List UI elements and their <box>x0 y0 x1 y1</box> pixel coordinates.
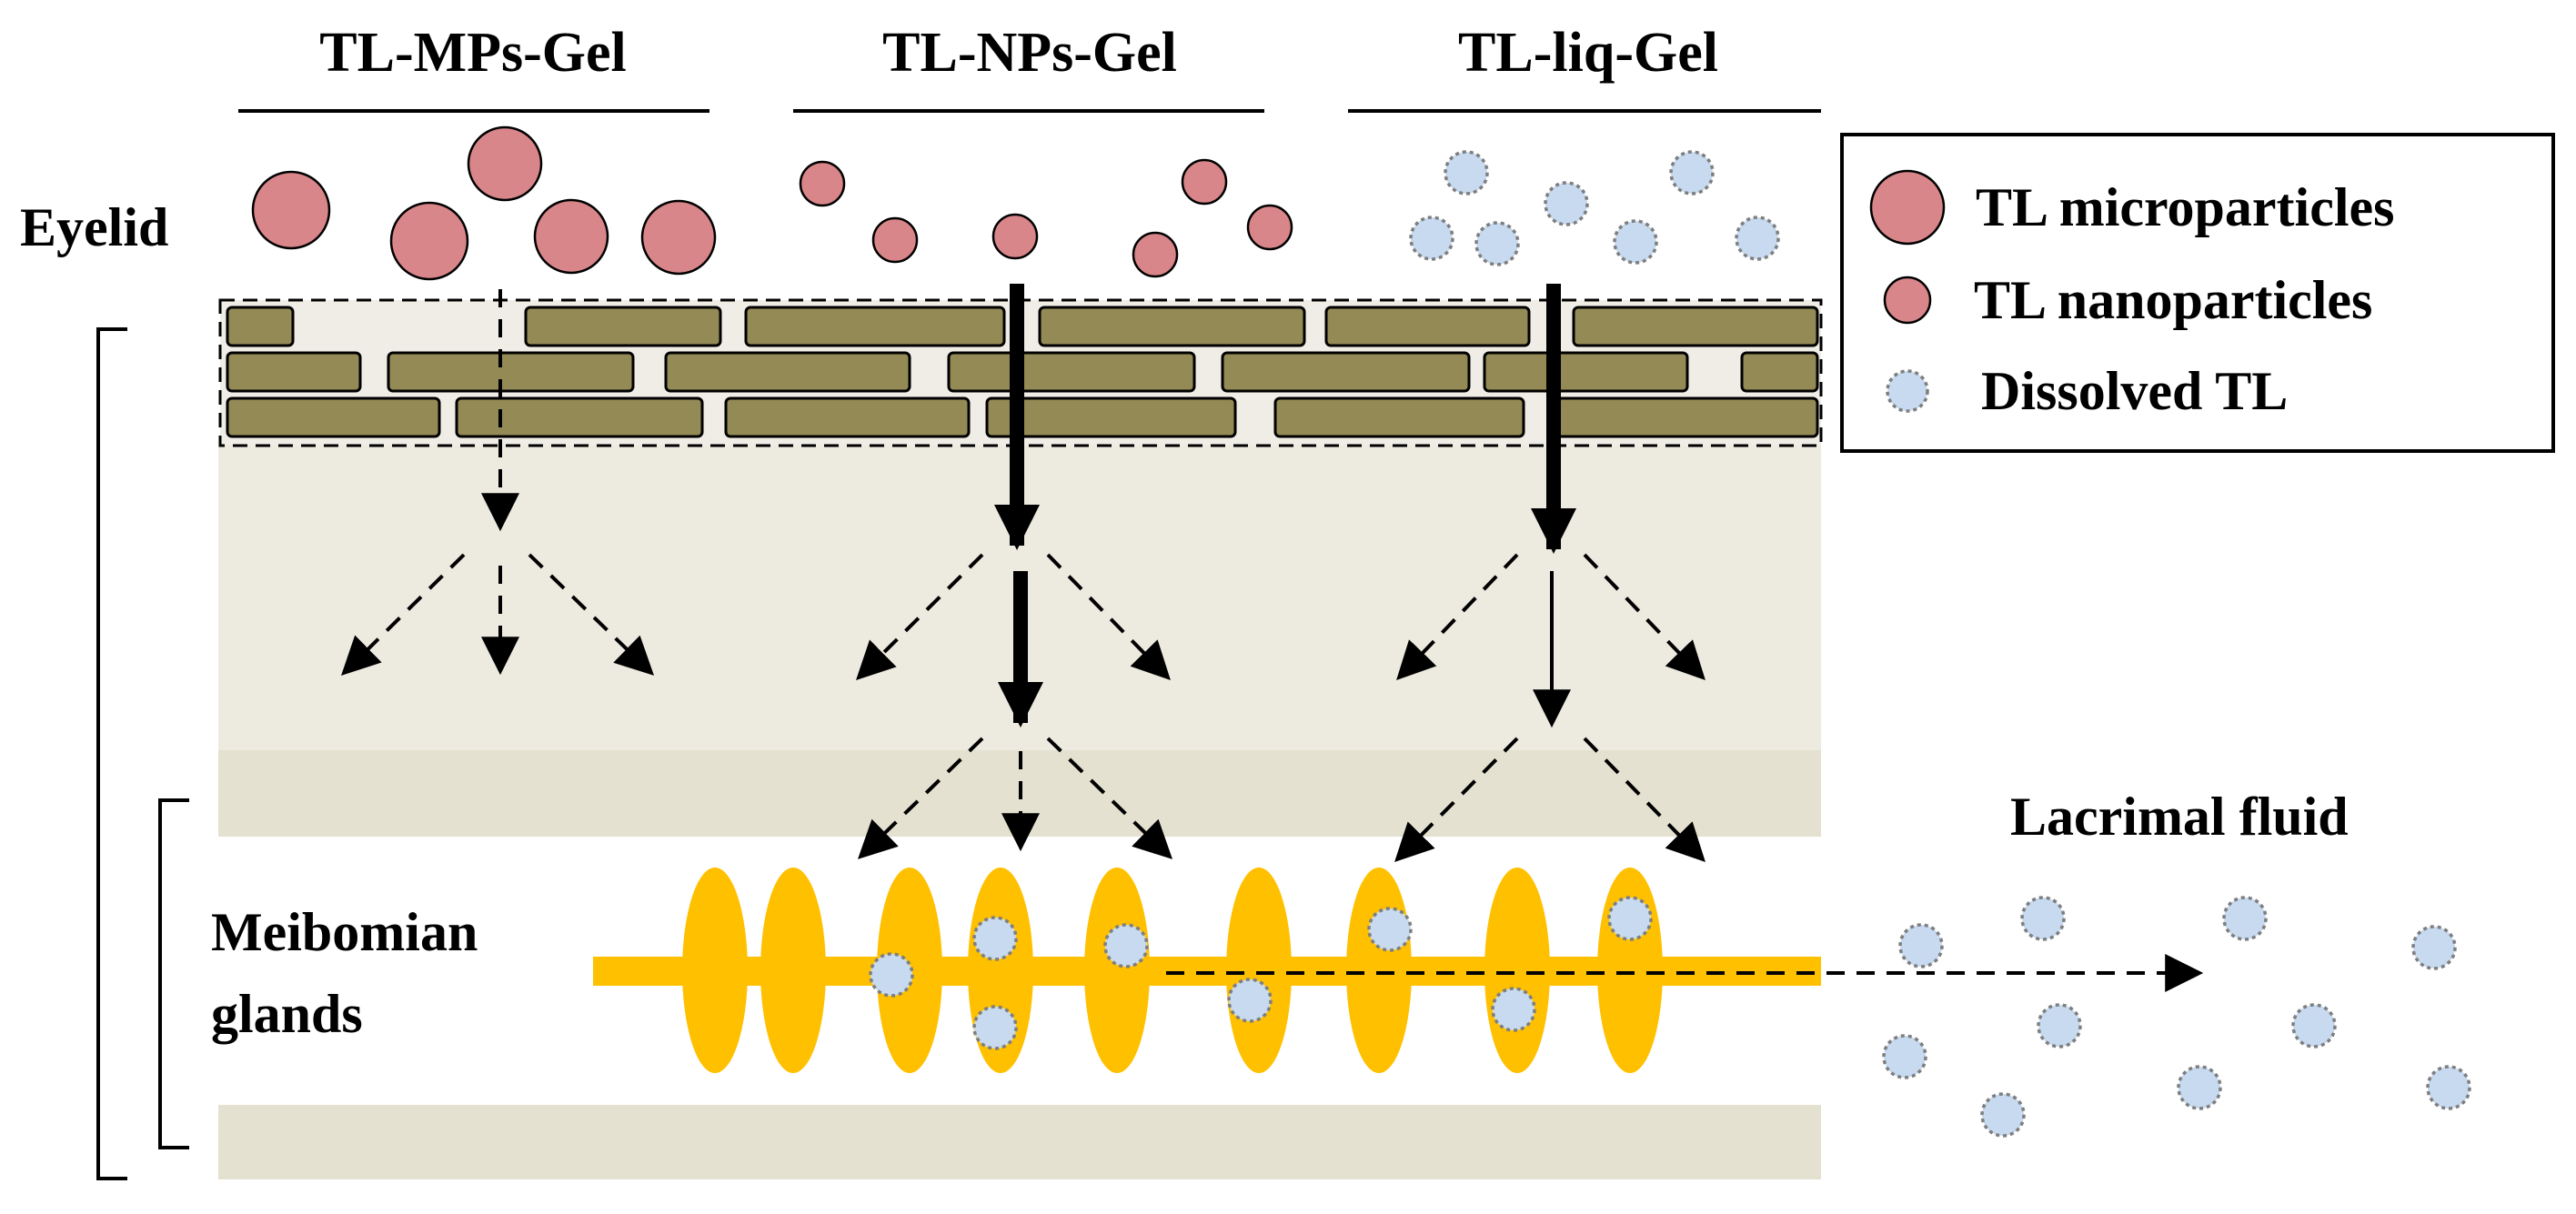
gland-lobe <box>1484 868 1550 1073</box>
eyelid-bracket <box>96 327 127 1180</box>
dissolved-tl-particle <box>2222 896 2268 941</box>
dissolved-tl-particle <box>1409 216 1454 261</box>
eyelid-label: Eyelid <box>20 197 168 257</box>
legend-label-nanoparticles: TL nanoparticles <box>1974 270 2372 330</box>
brick <box>1038 306 1306 347</box>
legend-label-dissolved-tl: Dissolved TL <box>1981 361 2288 421</box>
dissolved-tl-particle <box>1607 896 1653 941</box>
brick <box>947 351 1196 393</box>
diffusion-arrows <box>341 284 2204 992</box>
dissolved-tl-particle <box>869 952 914 998</box>
brick <box>1483 351 1689 393</box>
microparticle <box>533 198 609 275</box>
brick <box>1572 306 1819 347</box>
brick <box>387 351 635 393</box>
meibomian-label-line2: glands <box>211 984 363 1044</box>
dissolved-tl-particle <box>1227 978 1273 1023</box>
dissolved-tl-particle <box>1474 221 1520 266</box>
legend-nanoparticle-icon <box>1883 276 1932 325</box>
particles <box>251 125 2471 1138</box>
dissolved-tl-particle <box>972 1005 1018 1050</box>
brick <box>1273 396 1525 438</box>
nanoparticle <box>991 213 1039 260</box>
tissue-band-lower <box>218 1105 1821 1179</box>
nanoparticle <box>1181 158 1228 206</box>
header-tl-liq-gel: TL-liq-Gel <box>1458 22 1718 84</box>
dissolved-tl-particle <box>1735 216 1780 261</box>
dissolved-tl-particle <box>2037 1003 2082 1048</box>
legend-label-microparticles: TL microparticles <box>1976 177 2395 237</box>
legend-dissolved-icon <box>1886 369 1929 413</box>
dissolved-tl-particle <box>1367 907 1413 952</box>
dissolved-tl-particle <box>1613 219 1658 265</box>
dissolved-tl-particle <box>1491 987 1536 1032</box>
dissolved-tl-particle <box>1980 1092 2026 1138</box>
brick <box>724 396 971 438</box>
brick <box>664 351 911 393</box>
dissolved-tl-particle <box>972 916 1018 961</box>
dissolved-tl-particle <box>2177 1065 2222 1110</box>
microparticle <box>389 201 469 281</box>
legend-box <box>1840 133 2555 453</box>
nanoparticle <box>871 216 919 264</box>
gland-lobe <box>1346 868 1412 1073</box>
dissolved-tl-particle <box>1669 150 1715 196</box>
gland-lobe <box>1226 868 1292 1073</box>
brick <box>226 351 362 393</box>
brick <box>1221 351 1471 393</box>
meibomian-gland-bracket <box>158 798 189 1149</box>
header-tl-mps-gel: TL-MPs-Gel <box>319 22 627 84</box>
brick <box>455 396 704 438</box>
nanoparticle <box>1132 231 1179 278</box>
meibomian-label-line1: Meibomian <box>211 902 478 962</box>
legend-microparticle-icon <box>1869 169 1946 246</box>
microparticle <box>640 199 717 276</box>
gland-lobe <box>682 868 748 1073</box>
brick <box>1324 306 1531 347</box>
dissolved-tl-particle <box>1882 1034 1927 1079</box>
microparticle <box>467 125 543 202</box>
brick <box>985 396 1237 438</box>
nanoparticle <box>1246 204 1293 251</box>
gland-lobe <box>760 868 826 1073</box>
dissolved-tl-particle <box>1103 923 1149 968</box>
dissolved-tl-particle <box>1898 923 1944 968</box>
lacrimal-fluid-label: Lacrimal fluid <box>2010 787 2349 847</box>
dissolved-tl-particle <box>2426 1065 2471 1110</box>
gland-lobe <box>1084 868 1150 1073</box>
dissolved-tl-particle <box>1444 150 1489 196</box>
brick <box>226 396 441 438</box>
microparticle <box>251 170 331 250</box>
header-tl-nps-gel: TL-NPs-Gel <box>882 22 1177 84</box>
dissolved-tl-particle <box>2291 1003 2337 1048</box>
dissolved-tl-particle <box>2411 925 2457 970</box>
brick <box>1549 396 1819 438</box>
brick <box>226 306 295 347</box>
dissolved-tl-particle <box>2020 896 2066 941</box>
dissolved-tl-particle <box>1544 181 1589 226</box>
brick <box>524 306 722 347</box>
brick <box>744 306 1006 347</box>
nanoparticle <box>799 160 846 207</box>
brick <box>1740 351 1819 393</box>
